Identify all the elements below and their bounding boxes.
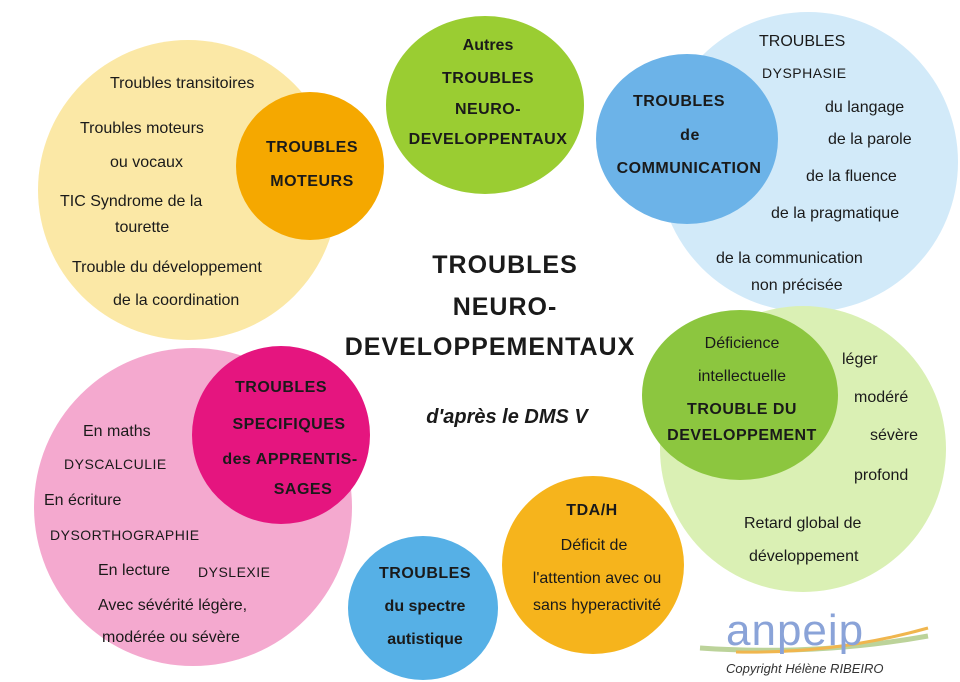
autres-circle (386, 16, 584, 194)
communication-item-7: de la communication (716, 250, 863, 267)
apprentissages-item-1: En maths (83, 423, 151, 440)
developpement-circle (642, 310, 838, 480)
anpeip-logo: anpeip (726, 606, 865, 655)
moteurs-circle (236, 92, 384, 240)
communication-item-5: de la fluence (806, 168, 897, 185)
tdah-line4: sans hyperactivité (532, 597, 662, 614)
autistique-line1: TROUBLES (379, 565, 471, 582)
communication-item-4: de la parole (828, 131, 912, 148)
communication-item-1: TROUBLES (759, 33, 846, 50)
apprentissages-heading-line1: TROUBLES (235, 379, 327, 396)
developpement-item-1: léger (842, 351, 878, 368)
autres-line3: NEURO- (454, 101, 522, 118)
moteurs-item-4: TIC Syndrome de la (60, 193, 203, 210)
autistique-line2: du spectre (384, 598, 466, 615)
developpement-item-4: profond (854, 467, 909, 484)
tdah-line1: TDA/H (566, 502, 618, 519)
apprentissages-item-4: DYSORTHOGRAPHIE (50, 527, 200, 543)
tdah-line3: l'attention avec ou (532, 570, 662, 587)
apprentissages-item-7: Avec sévérité légère, (98, 597, 248, 614)
communication-item-3: du langage (825, 99, 905, 116)
apprentissages-circle (192, 346, 370, 524)
communication-circle (596, 54, 778, 224)
apprentissages-item-6: DYSLEXIE (198, 564, 271, 580)
moteurs-item-5: tourette (115, 219, 170, 236)
apprentissages-heading-line3: des APPRENTIS- (222, 451, 358, 468)
communication-item-2: DYSPHASIE (762, 65, 847, 81)
developpement-item-5: Retard global de (744, 515, 862, 532)
apprentissages-item-3: En écriture (44, 492, 122, 509)
anpeip-logo-swoosh (699, 626, 929, 654)
developpement-item-3: sévère (870, 427, 919, 444)
moteurs-heading-line1: TROUBLES (266, 139, 358, 156)
moteurs-item-7: de la coordination (113, 292, 240, 309)
communication-item-6: de la pragmatique (771, 205, 900, 222)
developpement-heading-line3: TROUBLE DU (687, 401, 797, 418)
developpement-heading-line2: intellectuelle (697, 368, 787, 385)
developpement-heading-line1: Déficience (704, 335, 780, 352)
tdah-circle (502, 476, 684, 654)
apprentissages-heading-line2: SPECIFIQUES (232, 416, 346, 433)
apprentissages-item-5: En lecture (98, 562, 171, 579)
moteurs-item-1: Troubles transitoires (110, 75, 255, 92)
center-title-line1: TROUBLES (432, 251, 578, 279)
autres-line4: DEVELOPPENTAUX (408, 131, 568, 148)
tdah-line2: Déficit de (560, 537, 628, 554)
developpement-item-6: développement (749, 548, 859, 565)
autistique-circle (348, 536, 498, 680)
moteurs-item-6: Trouble du développement (72, 259, 262, 276)
communication-heading-line1: TROUBLES (633, 93, 725, 110)
autres-line2: TROUBLES (442, 70, 534, 87)
copyright-text: Copyright Hélène RIBEIRO (726, 661, 884, 676)
autistique-line3: autistique (387, 631, 463, 648)
autres-line1: Autres (462, 37, 514, 54)
communication-item-8: non précisée (751, 277, 843, 294)
communication-heading-line2: de (680, 127, 700, 144)
developpement-item-2: modéré (854, 389, 909, 406)
center-title-line3: DEVELOPPEMENTAUX (344, 333, 636, 361)
center-subtitle: d'après le DMS V (426, 406, 588, 428)
apprentissages-item-2: DYSCALCULIE (64, 456, 167, 472)
apprentissages-item-8: modérée ou sévère (102, 629, 240, 646)
center-title-line2: NEURO- (452, 293, 558, 321)
developpement-heading-line4: DEVELOPPEMENT (667, 427, 817, 444)
moteurs-heading-line2: MOTEURS (270, 173, 354, 190)
moteurs-item-3: ou vocaux (110, 154, 183, 171)
apprentissages-heading-line4: SAGES (273, 481, 333, 498)
moteurs-item-2: Troubles moteurs (80, 120, 204, 137)
communication-heading-line3: COMMUNICATION (616, 160, 762, 177)
